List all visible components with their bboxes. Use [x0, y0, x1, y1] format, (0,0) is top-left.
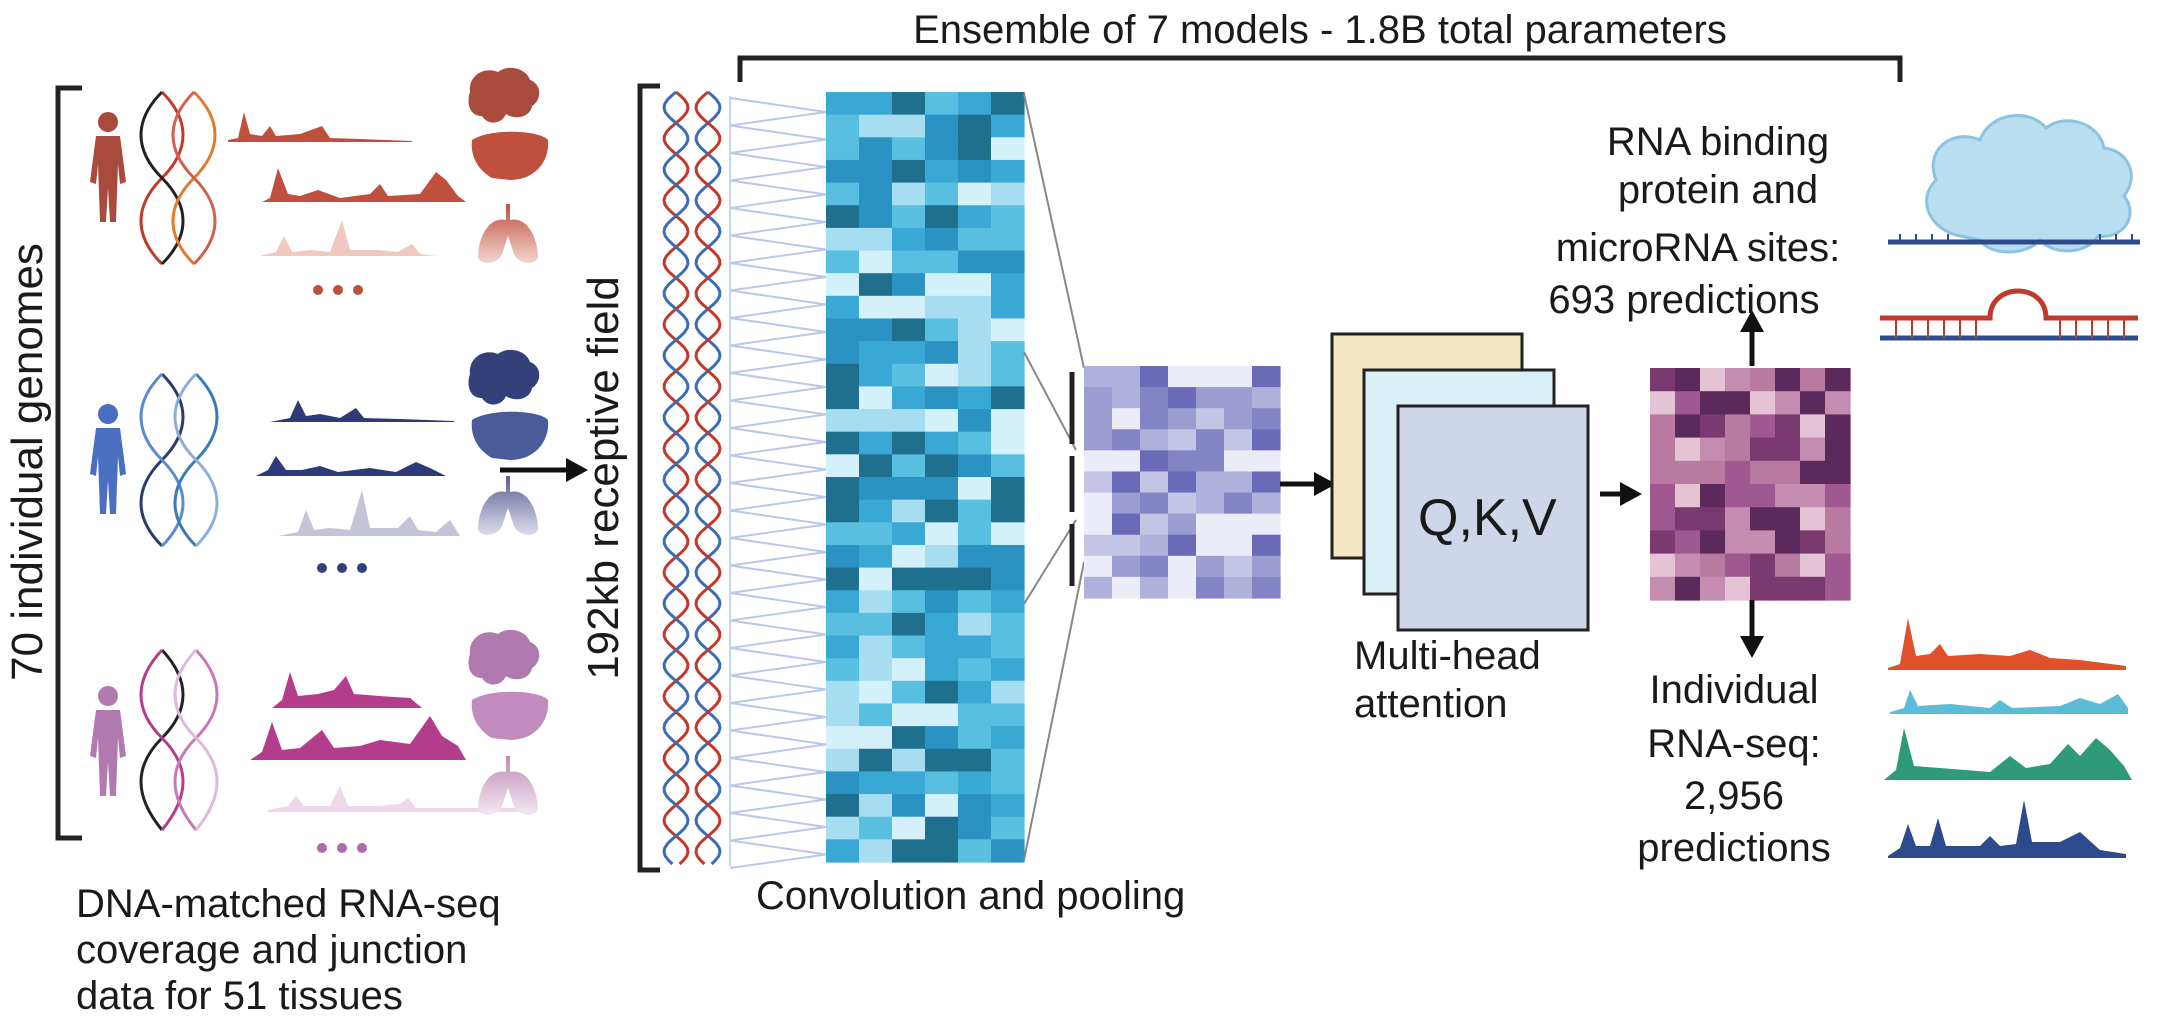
individual-2 [90, 349, 549, 573]
coverage-track-1-3 [260, 220, 436, 256]
lung-icon [478, 476, 538, 535]
more-dots [317, 843, 367, 853]
liver-icon [471, 411, 549, 460]
more-dots [313, 285, 363, 295]
receptive-field-bracket [637, 83, 660, 873]
lung-icon [478, 756, 538, 815]
ensemble-bracket [737, 55, 1903, 82]
dna-helix-icon [139, 648, 219, 831]
coverage-track-3-3 [268, 786, 530, 812]
coverage-track-1-1 [228, 112, 412, 142]
arrow-to-attention [1280, 472, 1336, 496]
arrow-to-output-map [1600, 482, 1642, 506]
rbp-caption-line-2: protein and [1617, 168, 1819, 212]
coverage-track-3-2 [250, 716, 466, 760]
ensemble-title: Ensemble of 7 models - 1.8B total parame… [913, 8, 1727, 52]
attention-caption-line-2: attention [1354, 682, 1508, 726]
rbp-caption-line-4: 693 predictions [1548, 278, 1820, 322]
liver-icon [471, 691, 549, 740]
output-track-green [1884, 728, 2132, 780]
brain-icon [468, 349, 540, 405]
brain-icon [468, 629, 540, 685]
individual-3 [90, 629, 549, 853]
rnaseq-caption-line-2: RNA-seq: [1647, 722, 1821, 766]
human-figure-icon [90, 112, 126, 222]
dna-helix-icon [139, 372, 219, 548]
arrow-to-rbp [1740, 310, 1764, 366]
individual-1 [90, 67, 549, 295]
pooling-funnel [1023, 93, 1085, 861]
convolution-caption: Convolution and pooling [756, 874, 1186, 918]
rna-binding-protein-icon [1888, 114, 2140, 254]
attention-map [1650, 368, 1851, 601]
output-track-orange [1888, 618, 2126, 670]
coverage-track-1-2 [262, 168, 466, 202]
dna-helix-icon [139, 90, 217, 266]
brain-icon [468, 67, 540, 123]
microrna-hairpin-icon [1880, 288, 2138, 341]
input-caption-line-2: coverage and junction [76, 928, 468, 972]
pooled-feature-map [1084, 366, 1281, 599]
rnaseq-caption-line-4: predictions [1637, 826, 1831, 870]
convolution-feature-map [826, 92, 1025, 863]
human-figure-icon [90, 404, 126, 514]
rnaseq-caption-line-3: 2,956 [1683, 774, 1785, 818]
lung-icon [478, 204, 538, 263]
more-dots [317, 563, 367, 573]
liver-icon [471, 131, 549, 180]
input-caption-line-3: data for 51 tissues [76, 974, 403, 1018]
human-figure-icon [90, 686, 126, 796]
genomes-bracket [55, 85, 82, 841]
genomes-label: 70 individual genomes [3, 243, 52, 681]
arrow-to-rnaseq [1740, 600, 1764, 658]
coverage-track-2-2 [256, 456, 460, 476]
receptive-field-label: 192kb receptive field [579, 276, 628, 680]
input-arrow [500, 458, 588, 482]
coverage-track-3-1 [272, 672, 422, 708]
rnaseq-caption-line-1: Individual [1649, 668, 1819, 712]
coverage-track-2-3 [278, 490, 460, 536]
rbp-caption-line-3: microRNA sites: [1555, 226, 1841, 270]
rbp-caption-line-1: RNA binding [1606, 120, 1830, 164]
convolution-fan [729, 96, 827, 869]
input-dna-stack [662, 90, 722, 866]
output-track-navy [1888, 800, 2126, 858]
coverage-track-2-1 [270, 400, 454, 422]
attention-head-front [1396, 404, 1590, 632]
qkv-label: Q,K,V [1418, 489, 1557, 547]
input-caption-line-1: DNA-matched RNA-seq [76, 882, 501, 926]
attention-caption-line-1: Multi-head [1354, 634, 1541, 678]
output-track-lightblue [1890, 690, 2128, 714]
